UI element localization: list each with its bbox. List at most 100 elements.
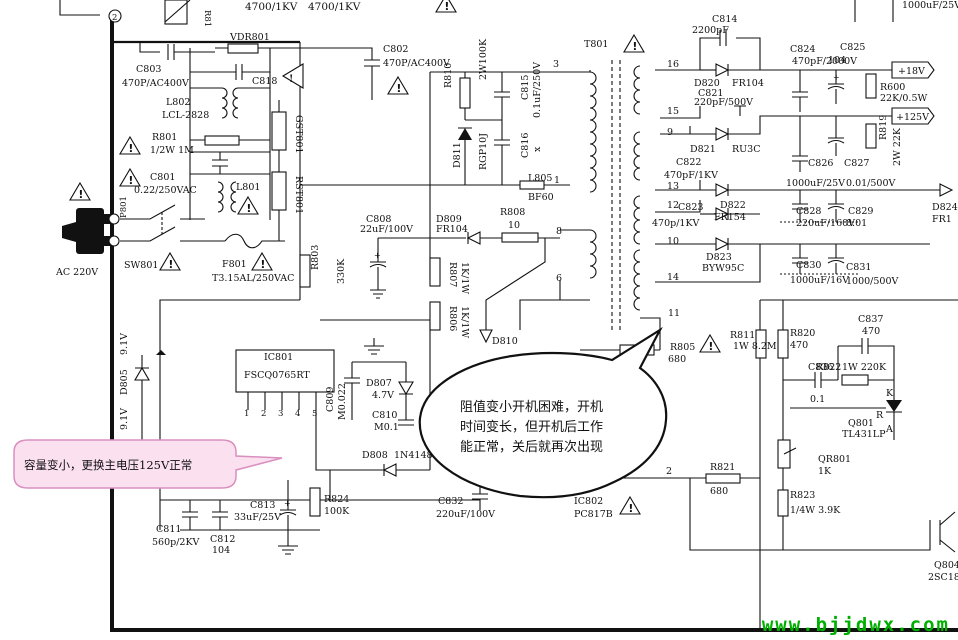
schematic-label: 4.7V xyxy=(372,390,394,401)
schematic-label: 8 xyxy=(556,226,562,237)
callout-center: 阻值变小开机困难，开机 时间变长，但开机后工作 能正常，关后就再次出现 xyxy=(418,326,668,499)
schematic-label: IC802 xyxy=(574,496,603,507)
schematic-label: 1 xyxy=(554,175,560,186)
schematic-label: 104 xyxy=(828,55,846,66)
schematic-label: GST801 xyxy=(293,115,304,154)
schematic-label: FSCQ0765RT xyxy=(244,370,310,381)
schematic-label: 12 xyxy=(667,200,679,211)
schematic-label: 1N4148 xyxy=(394,450,433,461)
watermark: www.bjjdwx.com xyxy=(761,614,950,636)
schematic-label: PC817B xyxy=(574,509,613,520)
rail-tags: +18V +125V xyxy=(891,61,935,125)
schematic-label: 1/2W 1M xyxy=(150,145,194,156)
output-filters: C824 470pF/2000V + C825 104 R600 22K/0.5… xyxy=(780,42,927,287)
schematic-label: 5 xyxy=(312,409,317,419)
schematic-label: 560p/2KV xyxy=(152,537,200,548)
warning-icon xyxy=(435,0,457,14)
schematic-label: D810 xyxy=(492,336,518,347)
warning-icon xyxy=(159,252,181,272)
schematic-label: R821 xyxy=(710,462,735,473)
schematic-label: R808 xyxy=(500,207,525,218)
schematic-label: FR1 xyxy=(932,214,952,225)
schematic-label: C813 xyxy=(250,500,275,511)
schematic-label: C830 xyxy=(796,260,821,271)
schematic-label: C816 xyxy=(520,133,531,158)
schematic-label: C831 xyxy=(846,262,871,273)
schematic-label: 14 xyxy=(667,272,679,283)
schematic-label: 1K xyxy=(818,466,832,477)
warning-icon xyxy=(699,334,721,354)
schematic-label: Q804 xyxy=(934,560,958,571)
schematic-label: 470P/AC400V xyxy=(122,78,189,89)
schematic-label: RGP10J xyxy=(478,133,489,170)
schematic-label: 104 xyxy=(212,545,230,556)
schematic-label: 680 xyxy=(710,486,728,497)
ac-input: P801 AC 220V SW801 F801 T3.15AL/250VAC xyxy=(55,182,294,284)
schematic-label: T3.15AL/250VAC xyxy=(212,273,294,284)
warning-icon xyxy=(387,76,409,96)
schematic-label: C809 xyxy=(325,387,336,412)
schematic-label: 1000uF/25V xyxy=(902,0,958,11)
schematic-label: R819 xyxy=(878,115,889,140)
schematic-label: C812 xyxy=(210,534,235,545)
schematic-label: C822 xyxy=(676,157,701,168)
schematic-label: TL431LP xyxy=(842,429,886,440)
schematic-label: 0.1uF/250V xyxy=(532,62,543,118)
schematic-label: R81 xyxy=(202,10,212,27)
schematic-label: L805 xyxy=(528,173,552,184)
schematic-label: 220pF/500V xyxy=(694,97,753,108)
c802: C802 470P/AC400V xyxy=(300,44,450,100)
schematic-label: R807 xyxy=(447,262,458,287)
emi-filter: C803 470P/AC400V VDR801 C818 ! L802 LCL-… xyxy=(119,32,347,288)
schematic-label: VDR801 xyxy=(229,32,270,43)
top-cut-area: 2 R81 4700/1KV 4700/1KV 1000uF/25V xyxy=(59,0,958,27)
schematic-label: C801 xyxy=(150,172,175,183)
schematic-label: 9 xyxy=(667,127,673,138)
callout-left: 容量变小，更换主电压125V正常 xyxy=(13,439,283,489)
schematic-label: 3 xyxy=(278,409,283,419)
schematic-label: 1000uF/16V xyxy=(790,275,849,286)
schematic-label: 15 xyxy=(667,106,679,117)
callout-center-line-2: 时间变长，但开机后工作 xyxy=(460,419,603,435)
schematic-label: 100K xyxy=(324,506,350,517)
schematic-label: D808 xyxy=(362,450,388,461)
schematic-label: R810 xyxy=(443,63,454,88)
schematic-label: 470P/AC400V xyxy=(383,58,450,69)
schematic-label: 11 xyxy=(668,308,680,319)
schematic-label: 2200pF xyxy=(692,25,729,36)
warning-icon xyxy=(69,182,91,202)
schematic-label: + xyxy=(833,73,840,82)
schematic-label: D809 xyxy=(436,214,462,225)
schematic-label: R805 xyxy=(670,342,695,353)
schematic-label: R822 xyxy=(816,362,841,373)
schematic-label: R806 xyxy=(447,306,458,331)
warning-icon xyxy=(237,196,259,216)
schematic-label: BF60 xyxy=(528,192,554,203)
schematic-label: R803 xyxy=(310,245,321,270)
schematic-label: C837 xyxy=(858,314,883,325)
schematic-label: 1 xyxy=(244,409,249,419)
schematic-label: C802 xyxy=(383,44,408,55)
schematic-label: 2 xyxy=(666,466,672,477)
schematic-label: QR801 xyxy=(818,454,851,465)
schematic-label: R xyxy=(876,410,884,421)
schematic-label: RST801 xyxy=(293,176,304,214)
schematic-label: BYW95C xyxy=(702,263,744,274)
schematic-label: D823 xyxy=(706,252,732,263)
schematic-label: D811 xyxy=(452,142,463,168)
schematic-label: 0.22/250VAC xyxy=(134,185,197,196)
schematic-label: A xyxy=(885,424,893,435)
schematic-label: FR104 xyxy=(732,78,764,89)
schematic-label: + xyxy=(374,251,381,260)
schematic-label: 220uF/100V xyxy=(436,509,495,520)
schematic-label: R801 xyxy=(152,132,177,143)
warning-icon xyxy=(251,252,273,272)
schematic-label: FR104 xyxy=(436,224,468,235)
schematic-label: L801 xyxy=(236,182,260,193)
warning-icon xyxy=(119,136,141,156)
schematic-label: C828 xyxy=(796,206,821,217)
schematic-label: 1W 220K xyxy=(842,362,887,373)
schematic-label: LCL-2828 xyxy=(162,110,209,121)
schematic-label: 9.1V xyxy=(119,333,130,355)
